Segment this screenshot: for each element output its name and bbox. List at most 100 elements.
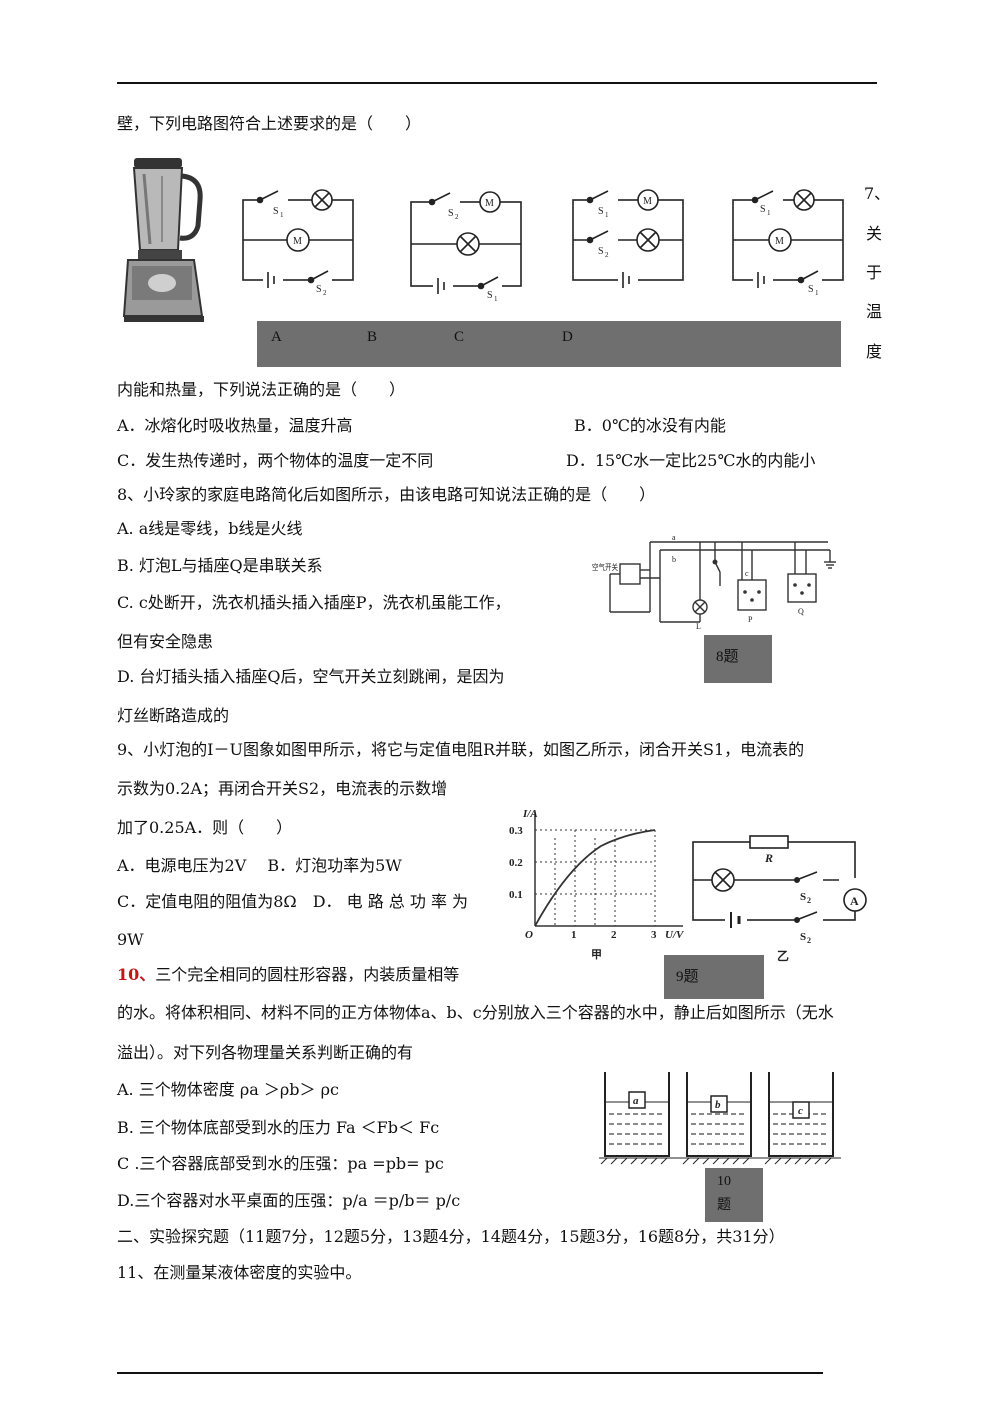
svg-text:2: 2 (807, 936, 811, 945)
svg-text:1: 1 (815, 289, 819, 297)
q10-option-a[interactable]: A. 三个物体密度 ρa ＞ρb＞ ρc (117, 1080, 339, 1099)
q6-option-d[interactable]: D (562, 329, 573, 345)
q8-option-c-line2: 但有安全隐患 (117, 632, 214, 651)
section-2-heading: 二、实验探究题（11题7分，12题5分，13题4分，14题4分，15题3分，16… (117, 1227, 785, 1246)
svg-text:乙: 乙 (777, 949, 789, 963)
svg-text:I/A: I/A (522, 808, 538, 820)
top-rule (117, 82, 877, 84)
svg-text:R: R (764, 851, 773, 865)
q10-option-c[interactable]: C .三个容器底部受到水的压强：pa =pb= pc (117, 1154, 444, 1173)
q9-option-d-tail: 9W (117, 930, 144, 949)
svg-text:2: 2 (455, 213, 459, 221)
svg-text:0.3: 0.3 (509, 825, 523, 837)
q8-option-c-line1[interactable]: C. c处断开，洗衣机插头插入插座P，洗衣机虽能工作， (117, 593, 511, 612)
svg-text:M: M (643, 196, 652, 207)
svg-text:S: S (598, 246, 604, 257)
q6-option-b[interactable]: B (367, 329, 378, 345)
svg-text:空气开关: 空气开关 (592, 562, 618, 572)
q7-number-char-5: 度 (866, 342, 883, 361)
q7-number-char-4: 温 (866, 302, 883, 321)
svg-text:c: c (798, 1105, 803, 1117)
q7-option-a[interactable]: A．冰熔化时吸收热量，温度升高 (117, 416, 353, 435)
q7-number-char-1: 7、 (864, 184, 891, 203)
q10-containers: a b c (599, 1072, 841, 1165)
q6-option-a[interactable]: A (271, 329, 282, 345)
q8-figure-label: 8题 (704, 635, 772, 683)
blender-illustration (122, 158, 204, 322)
svg-text:2: 2 (323, 289, 327, 297)
q10-figure-label: 10 题 (705, 1168, 763, 1222)
q8-option-a[interactable]: A. a线是零线，b线是火线 (117, 519, 303, 538)
svg-text:Q: Q (798, 607, 804, 616)
q10-option-b[interactable]: B. 三个物体底部受到水的压力 Fa ＜Fb＜ Fc (117, 1118, 440, 1137)
svg-text:L: L (696, 622, 701, 631)
q8-household-circuit: 空气开关 a b c L P Q (592, 533, 836, 631)
q6-options-bar: A B C D (257, 321, 841, 367)
q8-option-b[interactable]: B. 灯泡L与插座Q是串联关系 (117, 556, 323, 575)
svg-text:b: b (672, 555, 676, 564)
svg-text:S: S (487, 290, 493, 301)
svg-text:S: S (598, 206, 604, 217)
svg-text:1: 1 (571, 929, 577, 941)
q9-line-3: 加了0.25A．则（ ） (117, 818, 293, 837)
svg-text:M: M (775, 236, 784, 247)
q10-option-d[interactable]: D.三个容器对水平桌面的压强：p/a ＝p/b＝ p/c (117, 1191, 461, 1210)
svg-text:a: a (672, 533, 676, 542)
svg-text:3: 3 (651, 929, 657, 941)
circuit-d (732, 189, 844, 288)
svg-text:2: 2 (611, 929, 617, 941)
q9-line-2: 示数为0.2A；再闭合开关S2，电流表的示数增 (117, 779, 448, 798)
circuit-c (572, 189, 684, 288)
q7-option-c[interactable]: C．发生热传递时，两个物体的温度一定不同 (117, 451, 434, 470)
svg-text:S: S (760, 204, 766, 215)
svg-text:1: 1 (494, 295, 498, 303)
q7-option-d[interactable]: D．15℃水一定比25℃水的内能小 (566, 451, 816, 470)
q7-number-char-3: 于 (866, 263, 883, 282)
circuit-a (242, 189, 354, 288)
q10-line-1: 10、三个完全相同的圆柱形容器，内装质量相等 (117, 965, 460, 984)
svg-text:2: 2 (807, 896, 811, 905)
svg-text:1: 1 (280, 211, 284, 219)
svg-text:S: S (808, 284, 814, 295)
svg-text:S: S (273, 206, 279, 217)
svg-text:b: b (715, 1099, 721, 1111)
svg-text:c: c (745, 569, 749, 578)
bottom-rule (117, 1372, 823, 1374)
svg-text:P: P (748, 615, 753, 624)
svg-text:0.1: 0.1 (509, 889, 523, 901)
q7-stem: 内能和热量，下列说法正确的是（ ） (117, 380, 406, 399)
q11-stem: 11、在测量某液体密度的实验中。 (117, 1263, 362, 1282)
q9-figure-label: 9题 (664, 955, 764, 999)
q9-iu-graph: I/A 0.3 0.2 0.1 O 1 2 3 U/V 甲 (509, 808, 685, 961)
svg-text:A: A (850, 894, 859, 908)
svg-text:1: 1 (767, 209, 771, 217)
svg-text:S: S (800, 891, 806, 903)
q7-number-char-2: 关 (866, 224, 883, 243)
q8-option-d-line1[interactable]: D. 台灯插头插入插座Q后，空气开关立刻跳闸，是因为 (117, 667, 505, 686)
q10-line-2: 的水。将体积相同、材料不同的正方体物体a、b、c分别放入三个容器的水中，静止后如… (117, 1003, 834, 1022)
q8-stem: 8、小玲家的家庭电路简化后如图所示，由该电路可知说法正确的是（ ） (117, 485, 656, 504)
svg-text:O: O (525, 929, 533, 941)
svg-text:2: 2 (605, 251, 609, 259)
svg-text:S: S (448, 208, 454, 219)
svg-text:甲: 甲 (591, 948, 602, 961)
q6-stem-tail: 壁，下列电路图符合上述要求的是（ ） (117, 114, 422, 133)
svg-text:M: M (485, 198, 494, 209)
svg-text:M: M (293, 236, 302, 247)
svg-text:S: S (800, 931, 806, 943)
q6-option-c[interactable]: C (454, 329, 465, 345)
q10-line-3: 溢出）。对下列各物理量关系判断正确的有 (117, 1043, 414, 1062)
svg-text:0.2: 0.2 (509, 857, 523, 869)
q9-options-c-d[interactable]: C．定值电阻的阻值为8Ω D． 电 路 总 功 率 为 (117, 892, 469, 911)
svg-text:a: a (633, 1095, 639, 1107)
q7-option-b[interactable]: B．0℃的冰没有内能 (574, 416, 726, 435)
q9-options-a-b[interactable]: A．电源电压为2V B．灯泡功率为5W (117, 856, 402, 875)
q8-option-d-line2: 灯丝断路造成的 (117, 706, 230, 725)
circuit-b (410, 191, 522, 294)
q9-line-1: 9、小灯泡的I－U图象如图甲所示，将它与定值电阻R并联，如图乙所示，闭合开关S1… (117, 740, 805, 759)
svg-text:U/V: U/V (665, 929, 685, 941)
svg-text:1: 1 (605, 211, 609, 219)
svg-text:S: S (316, 284, 322, 295)
